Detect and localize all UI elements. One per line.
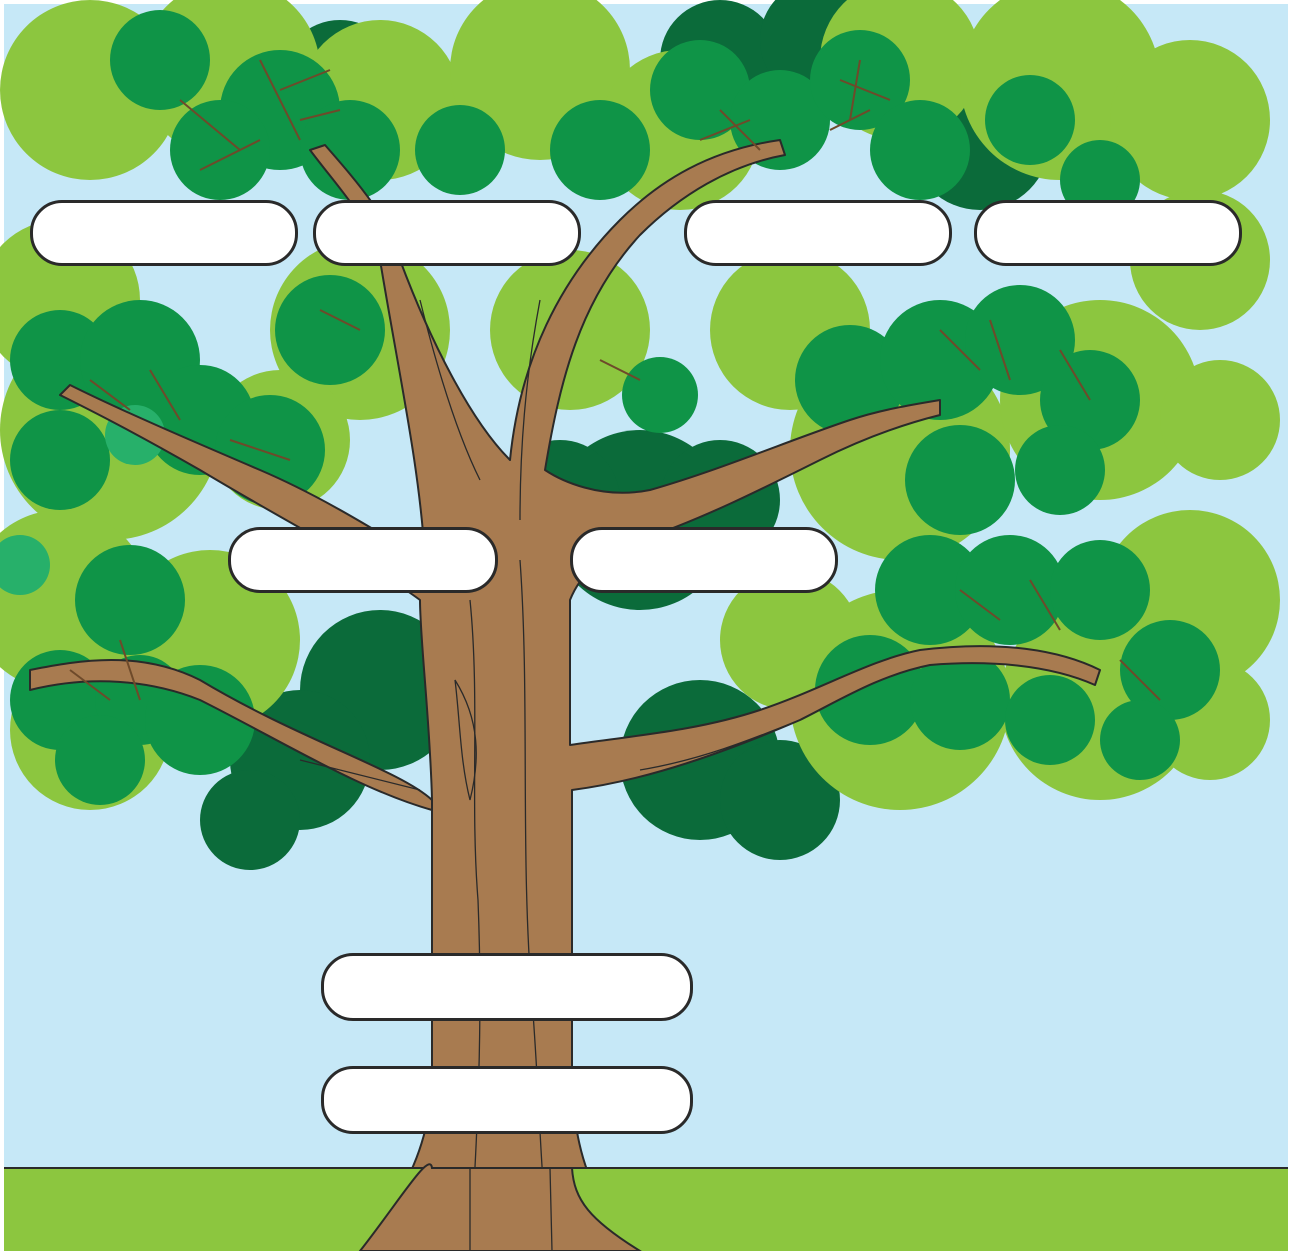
- grandparent-box-2[interactable]: [313, 200, 581, 266]
- parent-box-1[interactable]: [228, 527, 498, 593]
- child-box-1[interactable]: [321, 953, 693, 1021]
- grandparent-box-3[interactable]: [684, 200, 952, 266]
- grass-ground: [4, 1168, 1288, 1251]
- grandparent-box-4[interactable]: [974, 200, 1242, 266]
- parent-box-2[interactable]: [570, 527, 838, 593]
- grandparent-box-1[interactable]: [30, 200, 298, 266]
- child-box-2[interactable]: [321, 1066, 693, 1134]
